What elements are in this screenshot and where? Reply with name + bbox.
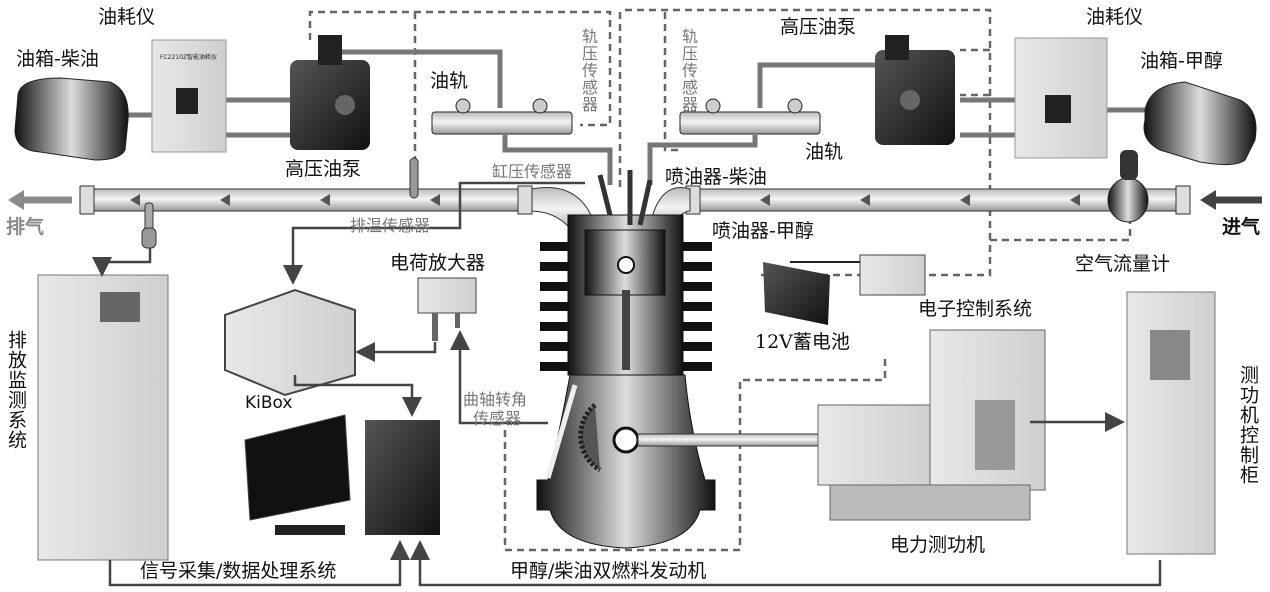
charge-amplifier-image [417,277,477,341]
label-charge-amplifier: 电荷放大器 [390,252,486,274]
hp-pump-right-image [875,35,955,145]
label-exhaust: 排气 [6,216,45,238]
label-injector-methanol: 喷油器-甲醇 [712,220,814,242]
label-dynamometer: 电力测功机 [890,534,986,556]
label-fuel-meter-right: 油耗仪 [1086,6,1144,28]
label-fuel-meter-left: 油耗仪 [98,6,156,28]
label-daq-system: 信号采集/数据处理系统 [140,560,337,582]
label-dyno-cabinet: 测功机控制柜 [1237,365,1259,485]
methanol-tank-image [1143,81,1257,166]
intake-pipe [649,150,1262,233]
label-tank-methanol: 油箱-甲醇 [1140,50,1223,72]
label-ecu: 电子控制系统 [918,298,1033,320]
hp-pump-left-image [290,35,370,150]
label-intake: 进气 [1222,216,1261,238]
label-air-flow-meter: 空气流量计 [1075,253,1171,275]
label-tank-diesel: 油箱-柴油 [16,48,99,70]
fuel-meter-right-image [1014,37,1108,159]
emission-analyzer-image [37,274,169,561]
label-rail-sensor-right: 轨压传感器 [679,28,698,113]
label-battery: 12V蓄电池 [755,331,850,353]
label-hp-pump-left: 高压油泵 [285,158,362,180]
label-crank-sensor-1: 曲轴转角 [463,390,528,409]
dyno-cabinet-image [1126,291,1216,555]
air-flow-meter-device [1107,150,1149,223]
label-rail-right: 油轨 [805,141,844,163]
label-injector-diesel: 喷油器-柴油 [665,166,767,188]
fuel-rail-right-image [679,98,821,135]
fuel-meter-left-image [151,39,227,153]
ecu-image [790,254,926,296]
kibox-image [224,288,356,397]
engine-image [536,170,819,549]
label-cylinder-pressure-sensor: 缸压传感器 [492,162,573,181]
signal-lines [92,181,1162,587]
label-hp-pump-right: 高压油泵 [780,16,857,38]
label-crank-sensor-2: 传感器 [473,409,522,428]
label-kibox: KiBox [245,393,293,413]
battery-image [763,262,830,325]
label-engine: 甲醇/柴油双燃料发动机 [510,560,707,582]
fuel-rail-left-image [431,98,573,135]
fuel-meter-left-model: FC2210Z智能油耗仪 [160,54,218,61]
label-rail-left: 油轨 [430,70,469,92]
label-rail-sensor-left: 轨压传感器 [579,28,598,113]
label-emission-system: 排放监测系统 [5,330,27,450]
diesel-tank-image [14,77,129,161]
dynamometer-image [817,329,1046,521]
fuel-lines [120,49,1160,185]
computer-image [244,414,440,535]
label-exhaust-temp-sensor: 排温传感器 [350,216,431,235]
